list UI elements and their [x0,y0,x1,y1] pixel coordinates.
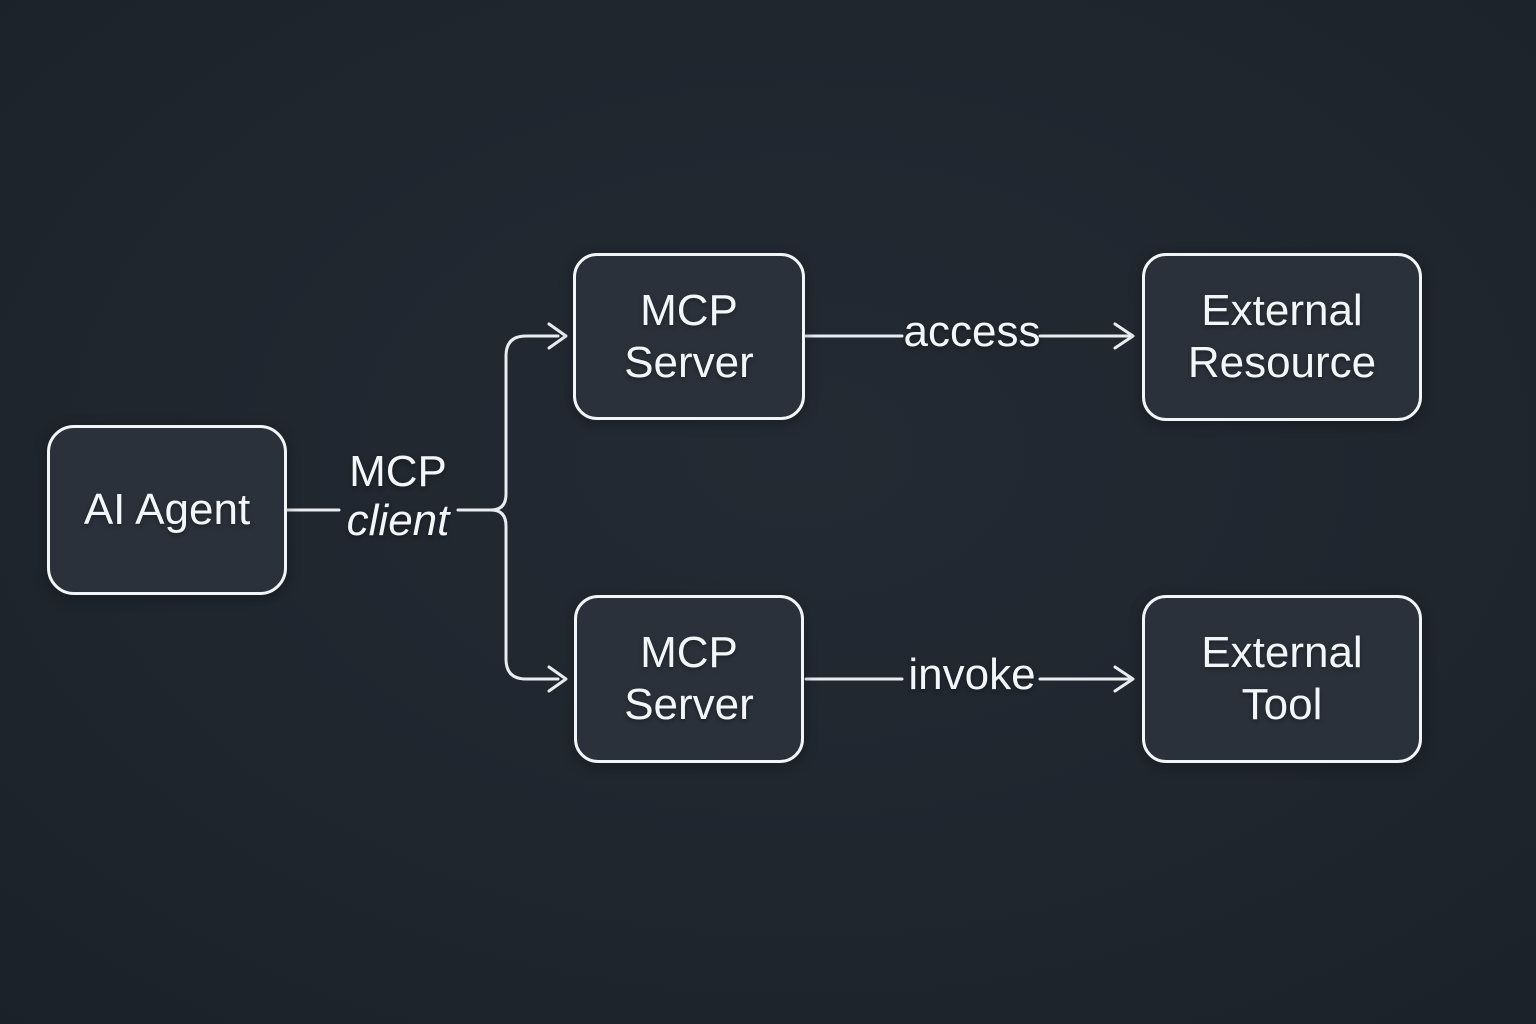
connector-client-to-bottom-mcp-server [489,508,560,681]
edge-label-access: access [872,304,1072,358]
arrowhead-top-mcp-server-icon [547,322,568,350]
edge-label-mcp-client: MCP client [298,446,498,545]
node-mcp-server-top: MCP Server [573,253,805,420]
node-mcp-server-bottom-label-line1: MCP [640,628,738,677]
node-external-tool: External Tool [1142,595,1422,763]
edge-label-mcp-client-line1: MCP [349,446,447,496]
arrowhead-external-resource-icon [1113,322,1135,350]
edge-label-invoke: invoke [872,647,1072,701]
node-ai-agent-label: AI Agent [83,485,251,534]
node-external-resource: External Resource [1142,253,1422,421]
node-external-resource-label-line2: Resource [1187,338,1377,387]
arrowhead-bottom-mcp-server-icon [547,665,568,693]
node-mcp-server-bottom: MCP Server [574,595,804,763]
node-external-resource-label-line1: External [1201,286,1363,335]
connector-client-to-top-mcp-server [456,334,560,512]
edge-label-invoke-text: invoke [908,649,1036,699]
node-mcp-server-top-label-line2: Server [624,337,754,387]
arrowhead-external-tool-icon [1113,665,1135,693]
node-external-tool-label-line1: External [1201,628,1363,677]
node-mcp-server-top-label-line1: MCP [640,285,738,335]
edge-label-access-text: access [903,306,1041,356]
node-mcp-server-bottom-label-line2: Server [624,680,754,729]
node-ai-agent: AI Agent [47,425,287,595]
edge-label-mcp-client-line2: client [346,495,450,545]
node-external-tool-label-line2: Tool [1241,680,1323,729]
